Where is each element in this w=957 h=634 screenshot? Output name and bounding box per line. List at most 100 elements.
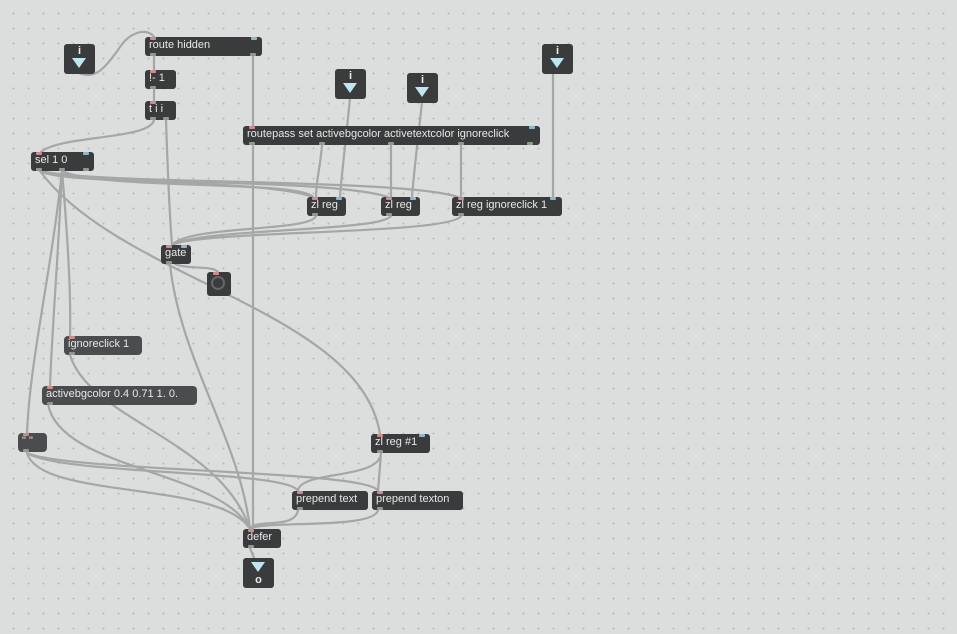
outlet-port[interactable] bbox=[47, 402, 53, 405]
outlet-port[interactable] bbox=[527, 142, 533, 145]
object-text: zl reg ignoreclick 1 bbox=[456, 199, 548, 211]
message-text: " " bbox=[22, 435, 33, 447]
outlet-port[interactable] bbox=[377, 450, 383, 453]
patch-cord bbox=[60, 169, 72, 338]
patch-cord bbox=[314, 143, 324, 199]
inlet-port[interactable] bbox=[23, 433, 29, 436]
outlet-port[interactable] bbox=[250, 53, 256, 56]
inlet-port[interactable] bbox=[166, 245, 172, 248]
sel-object[interactable]: sel 1 0 bbox=[31, 152, 94, 171]
inlet-port[interactable] bbox=[377, 491, 383, 494]
inlet-1[interactable]: i bbox=[64, 44, 95, 74]
inlet-port[interactable] bbox=[458, 197, 464, 200]
zl-reg-ignoreclick-object[interactable]: zl reg ignoreclick 1 bbox=[452, 197, 562, 216]
outlet-port[interactable] bbox=[36, 168, 42, 171]
inlet-port[interactable] bbox=[297, 491, 303, 494]
outlet-port[interactable] bbox=[150, 53, 156, 56]
patch-cord bbox=[170, 214, 463, 247]
prepend-text-object[interactable]: prepend text bbox=[292, 491, 368, 510]
inlet-port[interactable] bbox=[386, 197, 392, 200]
outlet-port[interactable] bbox=[319, 142, 325, 145]
activebgcolor-message[interactable]: activebgcolor 0.4 0.71 1. 0. bbox=[42, 386, 197, 405]
routepass-object[interactable]: routepass set activebgcolor activetextco… bbox=[243, 126, 540, 145]
patch-cord bbox=[164, 118, 174, 247]
down-triangle-icon bbox=[343, 83, 357, 93]
inlet-2[interactable]: i bbox=[335, 69, 366, 99]
outlet-port[interactable] bbox=[297, 507, 303, 510]
inlet-port[interactable] bbox=[312, 197, 318, 200]
not-minus-object[interactable]: !- 1 bbox=[145, 70, 176, 89]
patch-cord bbox=[25, 451, 252, 531]
down-triangle-icon bbox=[415, 87, 429, 97]
patch-cord bbox=[48, 169, 64, 388]
outlet-port[interactable] bbox=[150, 117, 156, 120]
object-text: prepend text bbox=[296, 493, 358, 505]
patch-cord bbox=[410, 100, 424, 199]
patch-cord bbox=[60, 169, 315, 199]
inlet-port[interactable] bbox=[181, 245, 187, 248]
inlet-3[interactable]: i bbox=[407, 73, 438, 103]
patch-cord bbox=[25, 169, 64, 435]
outlet-port[interactable] bbox=[163, 117, 169, 120]
object-text: !- 1 bbox=[149, 72, 165, 84]
outlet-port[interactable] bbox=[249, 142, 255, 145]
patch-cord bbox=[38, 169, 382, 436]
inlet-port[interactable] bbox=[150, 101, 156, 104]
inlet-label: i bbox=[555, 45, 560, 57]
down-triangle-icon bbox=[72, 58, 86, 68]
inlet-port[interactable] bbox=[83, 152, 89, 155]
route-hidden-object[interactable]: route hidden bbox=[145, 37, 262, 56]
object-text: sel 1 0 bbox=[35, 154, 68, 166]
inlet-port[interactable] bbox=[47, 386, 53, 389]
empty-string-message[interactable]: " " bbox=[18, 433, 47, 452]
zl-reg-hash-object[interactable]: zl reg #1 bbox=[371, 434, 430, 453]
inlet-port[interactable] bbox=[249, 126, 255, 129]
outlet-port[interactable] bbox=[59, 168, 65, 171]
ignoreclick-message[interactable]: ignoreclick 1 bbox=[64, 336, 142, 355]
inlet-port[interactable] bbox=[377, 434, 383, 437]
object-text: routepass set activebgcolor activetextco… bbox=[247, 128, 510, 140]
gate-object[interactable]: gate bbox=[161, 245, 191, 264]
zl-reg-object[interactable]: zl reg bbox=[381, 197, 420, 216]
defer-object[interactable]: defer bbox=[243, 529, 281, 548]
outlet-port[interactable] bbox=[166, 261, 172, 264]
inlet-port[interactable] bbox=[529, 126, 535, 129]
inlet-4[interactable]: i bbox=[542, 44, 573, 74]
outlet-port[interactable] bbox=[69, 352, 75, 355]
patch-cord bbox=[68, 353, 252, 531]
outlet-port[interactable] bbox=[388, 142, 394, 145]
inlet-label: i bbox=[348, 70, 353, 82]
patch-cord bbox=[170, 214, 318, 247]
inlet-port[interactable] bbox=[150, 70, 156, 73]
outlet-port[interactable] bbox=[386, 213, 392, 216]
outlet-1[interactable]: o bbox=[243, 558, 274, 588]
zl-reg-object[interactable]: zl reg bbox=[307, 197, 346, 216]
inlet-port[interactable] bbox=[550, 197, 556, 200]
outlet-port[interactable] bbox=[150, 86, 156, 89]
patch-cord bbox=[25, 451, 300, 493]
inlet-port[interactable] bbox=[150, 37, 156, 40]
outlet-port[interactable] bbox=[377, 507, 383, 510]
inlet-port[interactable] bbox=[213, 272, 219, 275]
patch-cord bbox=[248, 546, 256, 560]
outlet-port[interactable] bbox=[248, 545, 254, 548]
toggle-ring-icon bbox=[211, 276, 225, 290]
inlet-port[interactable] bbox=[69, 336, 75, 339]
outlet-port[interactable] bbox=[23, 449, 29, 452]
outlet-port[interactable] bbox=[458, 142, 464, 145]
outlet-port[interactable] bbox=[458, 213, 464, 216]
prepend-texton-object[interactable]: prepend texton bbox=[372, 491, 463, 510]
trigger-object[interactable]: t i i bbox=[145, 101, 176, 120]
patch-cord bbox=[46, 402, 252, 531]
inlet-port[interactable] bbox=[410, 197, 416, 200]
inlet-port[interactable] bbox=[336, 197, 342, 200]
inlet-port[interactable] bbox=[36, 152, 42, 155]
toggle-button[interactable] bbox=[207, 272, 231, 296]
patch-cord bbox=[173, 262, 220, 274]
inlet-port[interactable] bbox=[248, 529, 254, 532]
outlet-port[interactable] bbox=[83, 168, 89, 171]
outlet-port[interactable] bbox=[312, 213, 318, 216]
inlet-port[interactable] bbox=[419, 434, 425, 437]
inlet-port[interactable] bbox=[251, 37, 257, 40]
